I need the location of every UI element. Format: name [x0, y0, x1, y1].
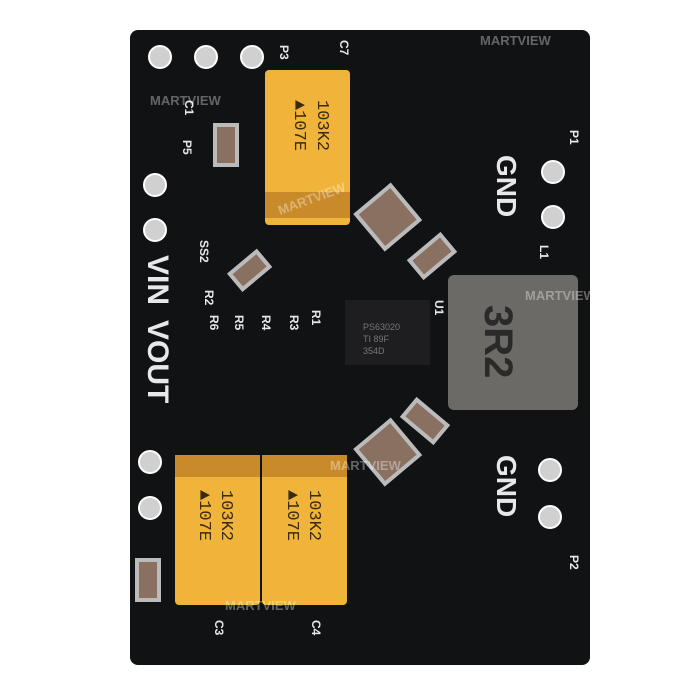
svg-text:TI 89F: TI 89F [363, 334, 390, 344]
svg-text:▲107E: ▲107E [282, 490, 301, 541]
header-pins-left [138, 173, 167, 520]
svg-text:103K2: 103K2 [216, 490, 235, 541]
svg-text:PS63020: PS63020 [363, 322, 400, 332]
svg-text:C7: C7 [337, 40, 351, 56]
regulator-ic: PS63020 TI 89F 354D [345, 300, 430, 365]
svg-text:354D: 354D [363, 346, 385, 356]
svg-text:3R2: 3R2 [476, 305, 520, 378]
watermarks: MARTVIEW MARTVIEW MARTVIEW MARTVIEW MART… [150, 33, 597, 613]
svg-text:MARTVIEW: MARTVIEW [225, 598, 297, 613]
svg-text:C4: C4 [309, 620, 323, 636]
svg-text:U1: U1 [432, 300, 446, 316]
svg-text:P3: P3 [277, 45, 291, 60]
svg-text:103K2: 103K2 [312, 100, 331, 151]
tantalum-capacitor-top: ▲107E 103K2 [265, 70, 350, 225]
ceramic-capacitors [135, 123, 458, 602]
vout-label: VOUT [141, 320, 174, 403]
svg-text:R4: R4 [259, 315, 273, 331]
svg-text:R3: R3 [287, 315, 301, 331]
svg-text:MARTVIEW: MARTVIEW [525, 288, 597, 303]
tantalum-capacitor-bottom-right: ▲107E 103K2 [262, 455, 347, 605]
svg-text:P1: P1 [567, 130, 581, 145]
vin-label: VIN [141, 255, 174, 305]
svg-text:R6: R6 [207, 315, 221, 331]
svg-text:MARTVIEW: MARTVIEW [330, 458, 402, 473]
svg-text:P5: P5 [180, 140, 194, 155]
power-inductor: 3R2 [448, 275, 578, 410]
svg-text:L1: L1 [537, 245, 551, 259]
svg-text:C3: C3 [212, 620, 226, 636]
svg-text:R1: R1 [309, 310, 323, 326]
svg-text:SS2: SS2 [197, 240, 211, 263]
svg-text:R2: R2 [202, 290, 216, 306]
svg-text:▲107E: ▲107E [289, 100, 308, 151]
designators: P1 P2 P3 P5 C1 C7 R1 R2 R3 R4 R5 R6 SS2 … [180, 40, 581, 636]
svg-text:103K2: 103K2 [304, 490, 323, 541]
gnd-top-label: GND [491, 155, 522, 217]
svg-text:P2: P2 [567, 555, 581, 570]
svg-text:MARTVIEW: MARTVIEW [150, 93, 222, 108]
tantalum-capacitor-bottom-left: ▲107E 103K2 [175, 455, 260, 605]
svg-text:R5: R5 [232, 315, 246, 331]
svg-text:MARTVIEW: MARTVIEW [480, 33, 552, 48]
gnd-bottom-label: GND [491, 455, 522, 517]
svg-text:▲107E: ▲107E [194, 490, 213, 541]
header-pins-right [538, 160, 565, 529]
header-pins-top [148, 45, 264, 69]
svg-text:C1: C1 [182, 100, 196, 116]
